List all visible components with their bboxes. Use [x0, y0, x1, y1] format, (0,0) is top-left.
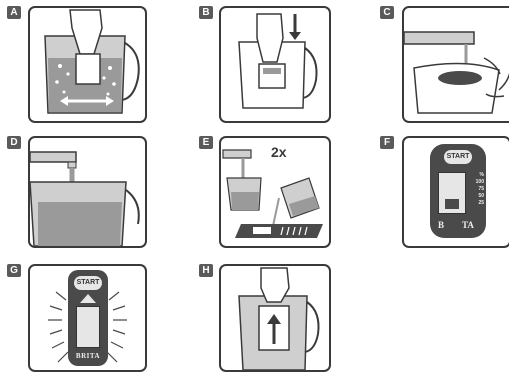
arrow-up-icon: [80, 294, 96, 303]
step-h-panel: [219, 264, 331, 372]
step-e-panel: 2x: [219, 136, 331, 248]
indicator-window: [76, 306, 100, 348]
indicator-window: [438, 172, 466, 214]
scale-unit: %: [468, 172, 484, 179]
step-f: F START % 100 75 50 25 B TA: [380, 130, 509, 250]
step-b-label: B: [199, 6, 213, 19]
step-h: H: [195, 258, 345, 372]
step-e: E 2x: [195, 130, 345, 250]
step-e-label: E: [199, 136, 213, 149]
step-f-label: F: [380, 136, 394, 149]
step-f-panel: START % 100 75 50 25 B TA: [402, 136, 509, 248]
step-h-label: H: [199, 264, 213, 277]
step-d: D: [0, 130, 170, 250]
step-g-panel: START BRITA: [28, 264, 147, 372]
step-d-illustration: [30, 138, 145, 246]
start-button[interactable]: START: [444, 150, 472, 164]
start-button[interactable]: START: [74, 276, 102, 290]
brand-logo: BRITA: [68, 352, 108, 360]
scale-100: 100: [468, 179, 484, 186]
step-b-illustration: [221, 8, 329, 121]
indicator-device: START BRITA: [68, 270, 108, 366]
step-d-panel: [28, 136, 147, 248]
step-c-label: C: [380, 6, 394, 19]
repeat-count: 2x: [271, 144, 287, 160]
step-a-illustration: [30, 8, 145, 121]
step-c: C: [380, 0, 509, 125]
brand-left: B: [438, 220, 444, 230]
scale-50: 50: [468, 193, 484, 200]
scale-75: 75: [468, 186, 484, 193]
step-a-label: A: [7, 6, 21, 19]
indicator-device: START % 100 75 50 25 B TA: [430, 144, 486, 238]
step-a: A: [0, 0, 170, 125]
scale-25: 25: [468, 200, 484, 207]
step-c-illustration: [404, 8, 509, 121]
step-b: B: [195, 0, 345, 125]
scale-labels: % 100 75 50 25: [468, 172, 484, 207]
step-g-label: G: [7, 264, 21, 277]
step-a-panel: [28, 6, 147, 123]
step-d-label: D: [7, 136, 21, 149]
indicator-bar: [445, 199, 459, 209]
brand-right: TA: [462, 220, 474, 230]
step-g: G START BRITA: [0, 258, 170, 372]
step-c-panel: [402, 6, 509, 123]
step-h-illustration: [221, 266, 329, 370]
step-b-panel: [219, 6, 331, 123]
